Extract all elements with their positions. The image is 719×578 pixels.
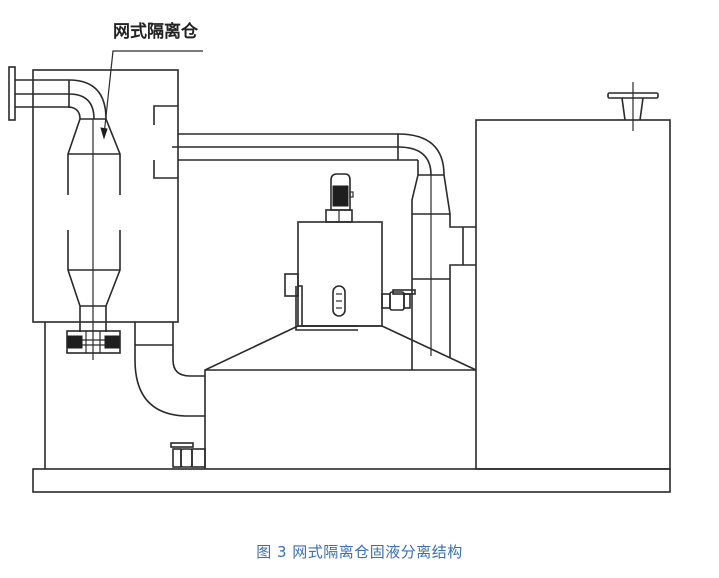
cyclone-separator [67,118,121,360]
callout-leader [100,50,203,140]
figure-caption: 图 3 网式隔离仓固液分离结构 [256,543,463,561]
callout-label: 网式隔离仓 [113,21,199,42]
vent-cap [607,82,659,131]
sight-glass [332,285,346,317]
side-valve-right [381,289,416,311]
sedimentation-tank [204,325,477,469]
base-frame [32,322,671,493]
mixing-tank [284,173,416,331]
clear-water-tank [475,119,671,470]
connecting-pipe [134,322,205,417]
drain-valve [170,442,206,468]
upper-pipe [172,133,445,176]
inlet-flange [8,66,107,121]
agitator-motor [325,173,354,223]
vertical-column [411,174,476,370]
bottom-motor-valve [66,330,121,354]
